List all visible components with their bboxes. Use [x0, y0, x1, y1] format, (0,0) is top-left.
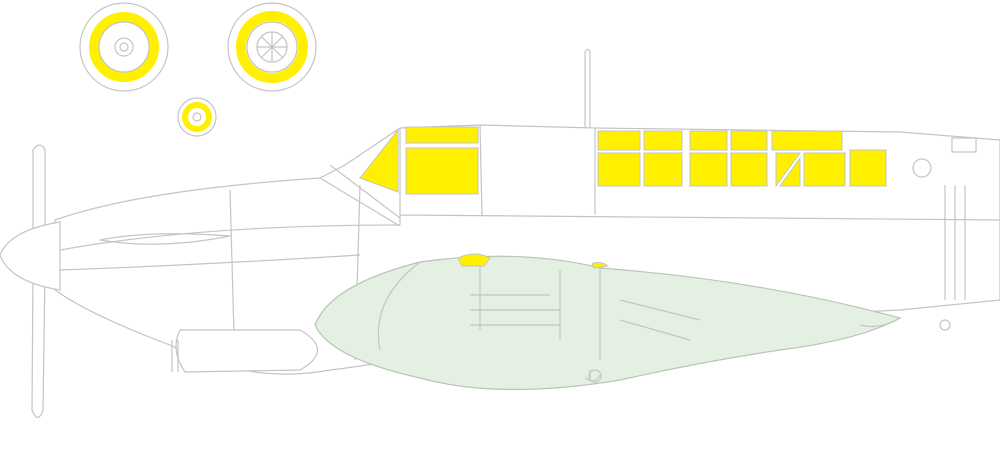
- tailplane-edge: [859, 317, 901, 328]
- wing: [314, 253, 902, 391]
- chin-intake: [175, 329, 318, 373]
- main-wheel-mask-right: [227, 2, 317, 92]
- canopy-mask: [775, 152, 801, 188]
- main-wheel-mask-left: [79, 2, 169, 92]
- canopy-mask: [597, 130, 641, 151]
- canopy-mask: [849, 149, 887, 187]
- canopy-mask: [405, 147, 479, 195]
- tail-wheel-mask: [177, 97, 217, 137]
- canopy-mask: [730, 130, 768, 151]
- windscreen-mask: [359, 128, 399, 193]
- canopy-mask: [405, 126, 479, 144]
- canopy-mask: [643, 152, 683, 187]
- canopy-mask: [771, 130, 843, 151]
- canopy-mask: [689, 152, 728, 187]
- canopy-masks: [359, 126, 887, 195]
- canopy-mask: [803, 152, 846, 187]
- antenna-mast: [584, 48, 591, 127]
- canopy-mask: [597, 152, 641, 187]
- canopy-mask: [779, 156, 801, 187]
- canopy-mask: [643, 130, 683, 151]
- canopy-mask: [689, 130, 728, 151]
- canopy-mask: [730, 152, 768, 187]
- propeller: [0, 144, 61, 419]
